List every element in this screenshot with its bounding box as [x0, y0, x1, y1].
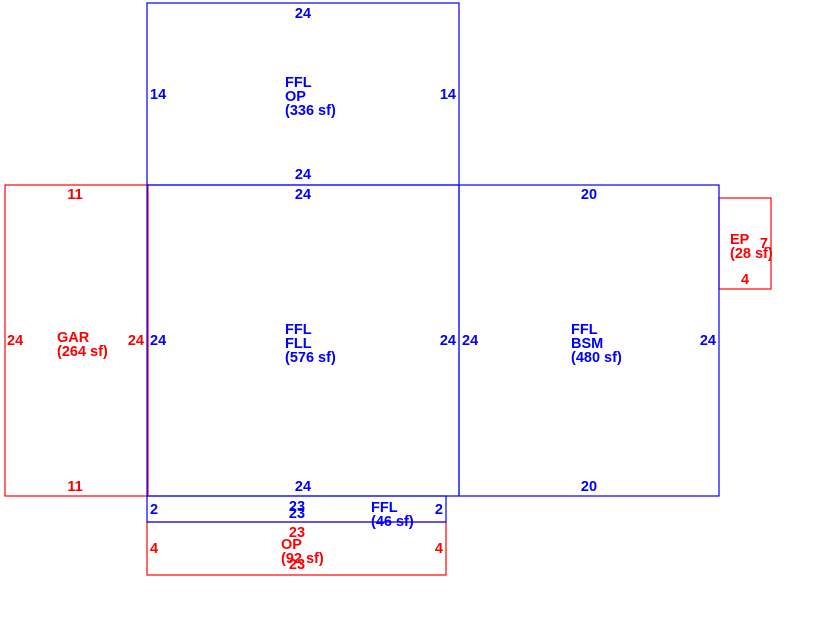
fll-dim-left: 24	[150, 333, 166, 349]
bsm-label-2: BSM	[571, 336, 603, 352]
op-bottom-dim-left: 4	[150, 541, 158, 557]
bsm-outline	[458, 184, 720, 497]
ep-label-2: (28 sf)	[730, 246, 773, 262]
ffl-strip-dim-left: 2	[150, 502, 158, 518]
ffl-strip-label-1: FFL	[371, 500, 398, 516]
bsm-area: 20 24 24 20 FFL BSM (480 sf)	[462, 187, 716, 495]
bsm-dim-left: 24	[462, 333, 478, 349]
op-bottom-dim-bottom: 23	[289, 557, 305, 573]
ep-dim-bottom: 4	[741, 272, 749, 288]
ffl-strip-dim-top: 23	[289, 499, 305, 515]
gar-dim-bottom: 11	[67, 479, 82, 495]
gar-dim-top: 11	[67, 187, 82, 203]
bsm-label-1: FFL	[571, 322, 598, 338]
gar-label-2: (264 sf)	[57, 344, 108, 360]
ffl-strip-area: 23 2 2 23 FFL (46 sf)	[150, 499, 443, 530]
op-top-dim-right: 14	[440, 87, 456, 103]
fll-label-1: FFL	[285, 322, 312, 338]
fll-label-2: FLL	[285, 336, 312, 352]
op-top-dim-bottom: 24	[295, 167, 311, 183]
op-bottom-area: 23 4 4 23 OP (92 sf)	[150, 525, 443, 573]
ffl-strip-dim-bottom: 23	[289, 506, 305, 522]
gar-label-1: GAR	[57, 330, 90, 346]
ep-dim-right: 7	[760, 236, 768, 252]
gar-dim-right: 24	[128, 333, 144, 349]
fll-dim-bottom: 24	[295, 479, 311, 495]
op-bottom-dim-top: 23	[289, 525, 305, 541]
ffl-strip-label-2: (46 sf)	[371, 514, 414, 530]
op-bottom-label-2: (92 sf)	[281, 551, 324, 567]
gar-dim-left: 24	[7, 333, 23, 349]
bsm-dim-right: 24	[700, 333, 716, 349]
ep-area: EP (28 sf) 7 4	[730, 232, 773, 288]
fll-label-3: (576 sf)	[285, 350, 336, 366]
op-top-dim-top: 24	[295, 6, 311, 22]
gar-area: 11 24 24 11 GAR (264 sf)	[7, 187, 144, 495]
fll-dim-top: 24	[295, 187, 311, 203]
op-bottom-label-1: OP	[281, 537, 302, 553]
op-top-dim-left: 14	[150, 87, 166, 103]
fll-dim-right: 24	[440, 333, 456, 349]
bsm-dim-top: 20	[581, 187, 597, 203]
ffl-strip-dim-right: 2	[435, 502, 443, 518]
ep-label-1: EP	[730, 232, 750, 248]
bsm-dim-bottom: 20	[581, 479, 597, 495]
op-bottom-dim-right: 4	[435, 541, 443, 557]
bsm-label-3: (480 sf)	[571, 350, 622, 366]
op-top-area: 24 14 14 24 FFL OP (336 sf)	[150, 6, 456, 183]
op-top-label-2: OP	[285, 89, 306, 105]
op-top-label-3: (336 sf)	[285, 103, 336, 119]
fll-area: 24 24 24 24 FFL FLL (576 sf)	[150, 187, 456, 495]
gar-outline	[4, 184, 149, 497]
op-top-label-1: FFL	[285, 75, 312, 91]
ffl-strip-outline	[146, 495, 447, 523]
